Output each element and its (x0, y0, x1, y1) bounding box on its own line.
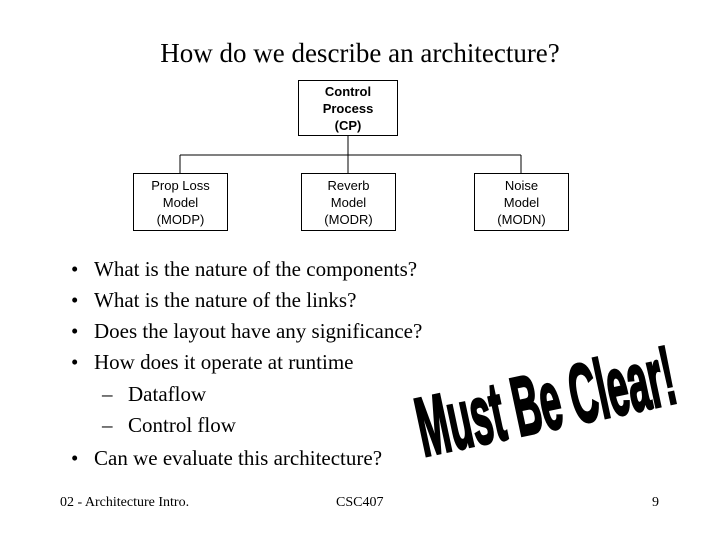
bullet-text: Does the layout have any significance? (94, 319, 423, 343)
box-label-line: Process (322, 100, 374, 116)
bullet-marker: • (71, 319, 79, 343)
footer-page-number: 9 (652, 495, 659, 510)
box-label-line: Model (503, 194, 540, 210)
box-label-line: Control (324, 83, 372, 99)
box-label-line: Noise (504, 177, 539, 193)
control-process-box: Control Process (CP) (298, 80, 398, 136)
footer-course-section: 02 - Architecture Intro. (60, 495, 190, 510)
sub-bullet-dash: – (102, 382, 113, 406)
noise-model-box: Noise Model (MODN) (474, 173, 569, 231)
bullet-marker: • (71, 288, 79, 312)
bullet-marker: • (71, 350, 79, 374)
bullet-text: Can we evaluate this architecture? (94, 446, 383, 470)
prop-loss-model-box: Prop Loss Model (MODP) (133, 173, 228, 231)
box-label-line: (CP) (334, 117, 362, 133)
must-be-clear-stamp: Must Be Clear! (407, 327, 685, 458)
bullet-text: What is the nature of the components? (94, 257, 418, 281)
sub-bullet-dash: – (102, 413, 113, 437)
stamp-text: Must Be Clear! (408, 328, 684, 458)
box-label-line: Model (162, 194, 199, 210)
box-label-line: Model (330, 194, 367, 210)
bullet-text: What is the nature of the links? (94, 288, 357, 312)
box-label-line: Reverb (327, 177, 370, 193)
box-label-line: Prop Loss (151, 177, 210, 193)
box-label-line: (MODP) (156, 211, 205, 227)
slide-title: How do we describe an architecture? (160, 38, 560, 68)
box-label-line: (MODN) (497, 211, 546, 227)
box-label-line: (MODR) (324, 211, 373, 227)
bullet-marker: • (71, 446, 79, 470)
bullet-marker: • (71, 257, 79, 281)
bullet-text: How does it operate at runtime (94, 350, 354, 374)
sub-bullet-text: Control flow (128, 413, 236, 437)
footer-course-code: CSC407 (336, 495, 384, 510)
sub-bullet-text: Dataflow (128, 382, 207, 406)
reverb-model-box: Reverb Model (MODR) (301, 173, 396, 231)
